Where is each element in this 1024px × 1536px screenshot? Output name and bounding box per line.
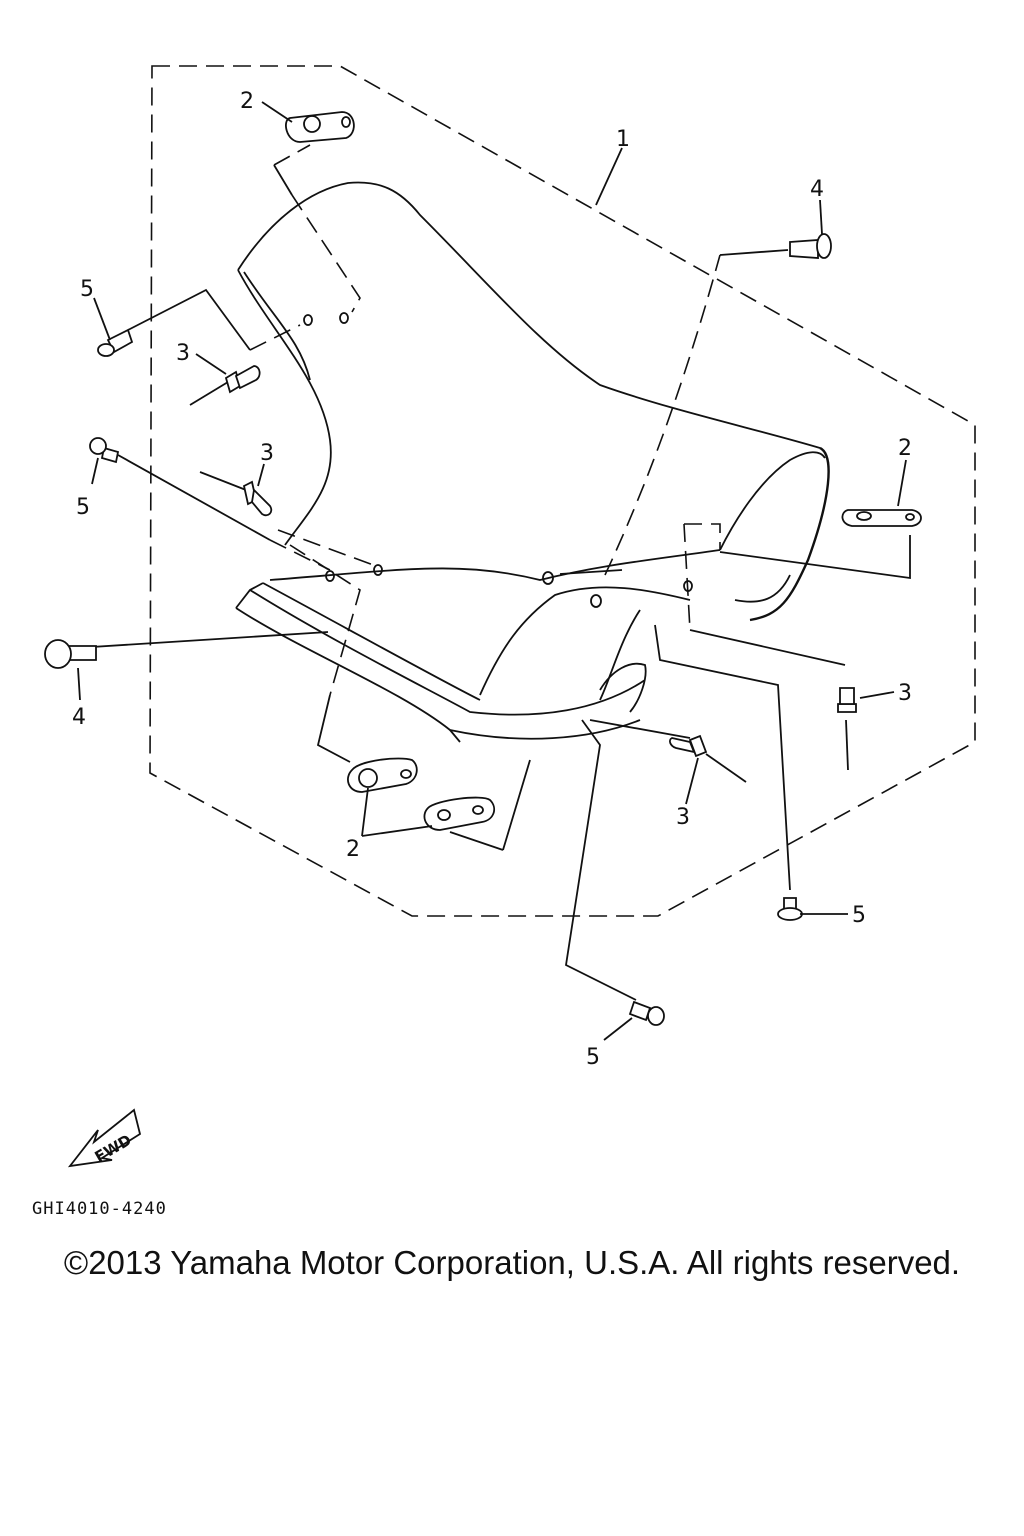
callout-3-middle-left: 3 bbox=[260, 441, 274, 466]
callout-4-left: 4 bbox=[72, 705, 86, 730]
callout-5-middle-left: 5 bbox=[76, 495, 90, 520]
assembly-guide-lines bbox=[75, 144, 911, 1001]
top-cowling-body bbox=[235, 181, 830, 743]
bolt-upper-left bbox=[97, 328, 134, 357]
callout-4-top-right: 4 bbox=[810, 177, 824, 202]
copyright-notice: ©2013 Yamaha Motor Corporation, U.S.A. A… bbox=[63, 1244, 961, 1281]
callout-3-upper-left: 3 bbox=[176, 341, 190, 366]
callout-3-right: 3 bbox=[898, 681, 912, 706]
assembly-boundary bbox=[149, 65, 976, 917]
callout-5-bottom-right: 5 bbox=[852, 903, 866, 928]
callout-2-top: 2 bbox=[240, 89, 254, 114]
rivet-right bbox=[837, 687, 857, 771]
callout-5-bottom: 5 bbox=[586, 1045, 600, 1070]
callout-3-bottom-right: 3 bbox=[676, 805, 690, 830]
part-code: GHI4010-4240 bbox=[32, 1199, 167, 1219]
plate-bottom-left bbox=[347, 757, 418, 793]
screw-left bbox=[44, 639, 97, 669]
bolt-middle-left bbox=[89, 437, 120, 464]
fwd-arrow-icon: FWD bbox=[67, 1108, 142, 1168]
callout-1: 1 bbox=[616, 127, 630, 152]
bolt-bottom-right bbox=[777, 897, 803, 921]
callout-2-right: 2 bbox=[898, 436, 912, 461]
rivet-middle-left bbox=[199, 471, 273, 517]
callout-2-bottom: 2 bbox=[346, 837, 360, 862]
callout-leaders bbox=[77, 101, 907, 1041]
callout-5-upper-left: 5 bbox=[80, 277, 94, 302]
screw-top-right bbox=[789, 233, 832, 259]
plate-right bbox=[841, 509, 922, 527]
mounting-holes bbox=[303, 312, 693, 608]
rivet-upper-left bbox=[189, 365, 261, 406]
fwd-label: FWD bbox=[92, 1131, 135, 1166]
plate-bottom-right bbox=[423, 796, 496, 831]
bolt-bottom bbox=[628, 1000, 665, 1026]
rivet-bottom-right bbox=[669, 734, 747, 783]
plate-top bbox=[285, 111, 355, 143]
